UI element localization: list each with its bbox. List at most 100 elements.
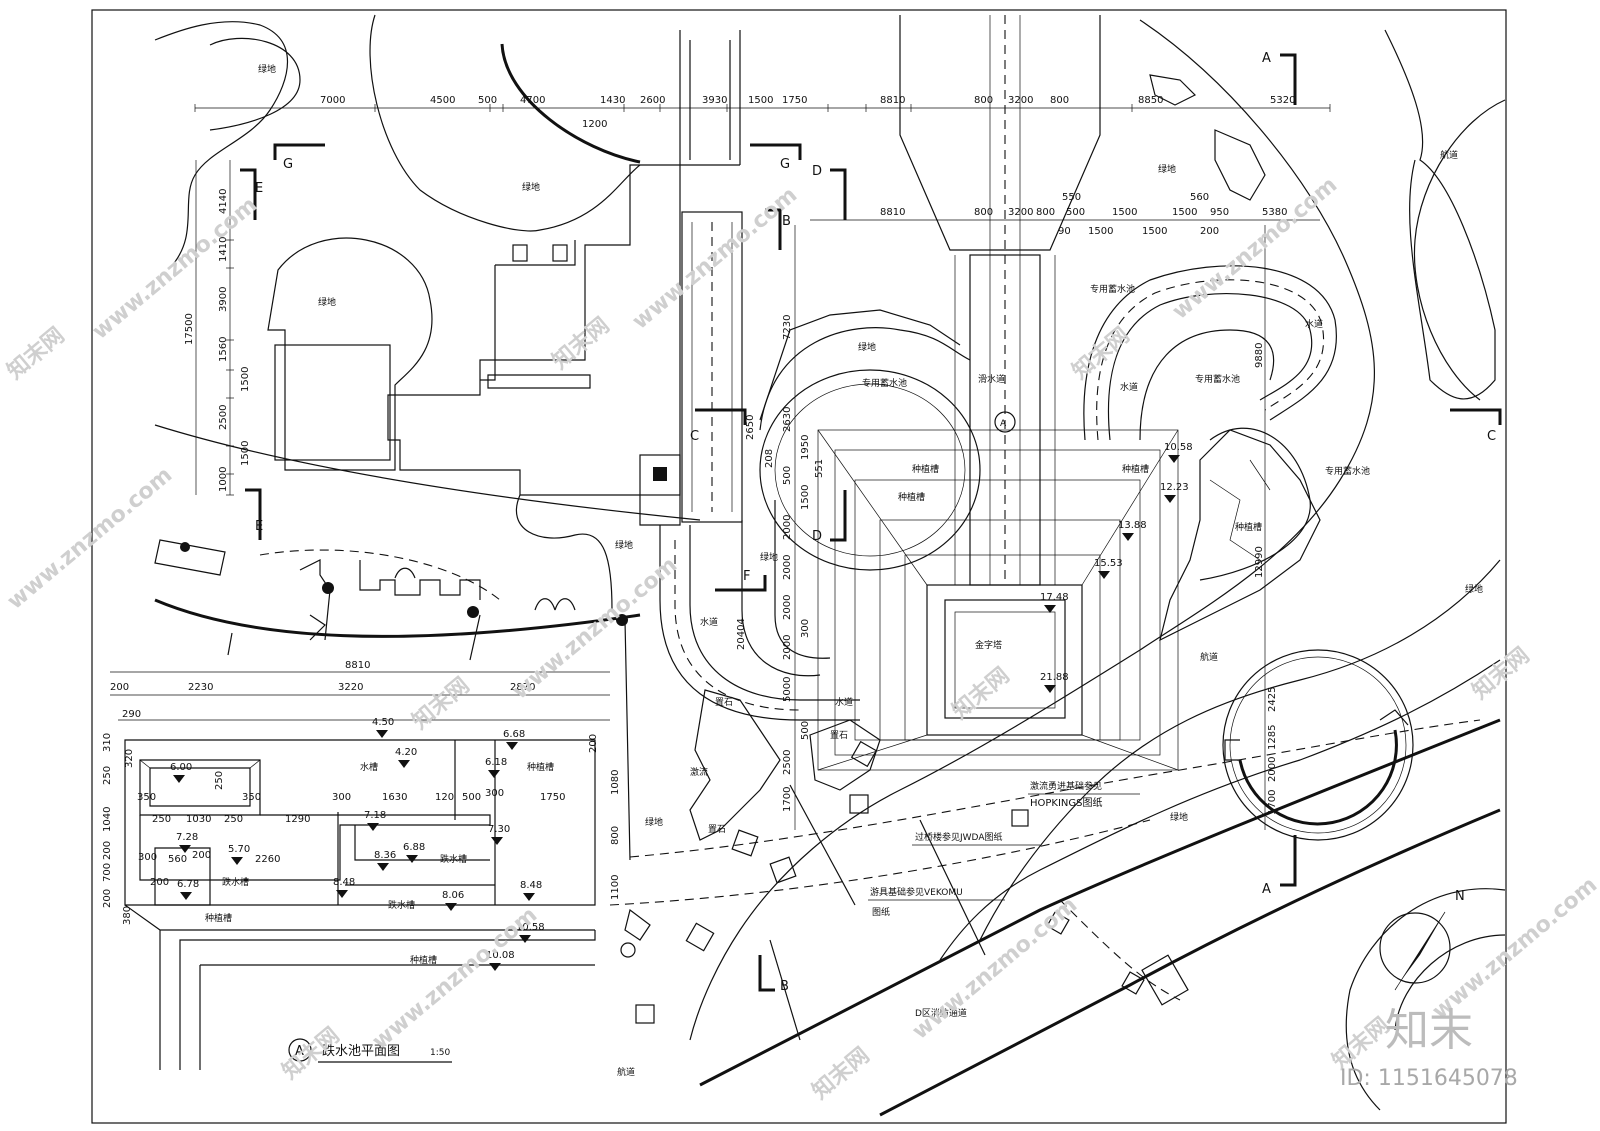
mid-dim-3: 2630 [782,407,793,432]
label-green-10: 绿地 [1465,583,1483,595]
detail-title: 跌水池平面图 [322,1043,400,1059]
detail-in-12: 300 [485,788,504,799]
area-labels: 绿地 绿地 绿地 绿地 绿地 绿地 绿地 绿地 绿地 绿地 水道 水道 水道 水… [258,63,1483,1078]
detail-elev-16: 10.58 [516,922,545,933]
note-rapids-2: HOPKINGS图纸 [1030,796,1103,809]
detail-left-6: 700 [102,863,113,882]
top-dim-2: 4500 [430,95,455,106]
detail-label-planter-3: 种植槽 [410,954,437,966]
section-b-top: B [782,214,791,229]
detail-in-14: 300 [138,852,157,863]
detail-top-4: 2870 [510,682,535,693]
dim2-4: 800 [1036,207,1055,218]
detail-label-cascade-2: 跌水槽 [222,876,249,888]
section-b-bottom: B [780,979,789,994]
label-green-1: 绿地 [258,63,276,75]
left-dimension-chain: 4140 1410 3900 1560 1500 2500 1500 1000 … [184,160,251,496]
watermark-cn-4: 知末网 [1467,642,1534,704]
detail-elev-10: 8.36 [374,850,396,861]
detail-in-5: 1030 [186,814,211,825]
mid-dim-11: 300 [800,619,811,638]
elevation-markers: 10.58 12.23 13.88 15.53 17.48 21.88 [1040,442,1193,693]
elev-6: 21.88 [1040,672,1069,683]
detail-in-16: 200 [192,850,211,861]
label-waterway-3: 水道 [700,616,718,628]
mid-dim-17: 208 [764,449,775,468]
label-green-3: 绿地 [318,296,336,308]
section-g-left: G [283,157,293,172]
detail-left-4: 1040 [102,807,113,832]
detail-in-17: 200 [150,877,169,888]
plan-notes: 激流勇进基础参见 HOPKINGS图纸 过桥楼参见JWDA图纸 游具基础参见VE… [868,780,1140,918]
footing-squares [620,740,1189,1041]
top-dim-10: 8810 [880,95,905,106]
right-dim-4: 1285 [1267,725,1278,750]
detail-top-3: 3220 [338,682,363,693]
left-dim-8: 1000 [218,467,229,492]
dim2-550: 550 [1062,192,1081,203]
slide-tower [899,15,1101,586]
detail-elev-13: 8.48 [333,877,355,888]
watermark-site-3: www.znzmo.com [628,183,802,335]
section-e-bottom: E [255,519,263,534]
label-path-3: 航道 [617,1066,635,1078]
elev-5: 17.48 [1040,592,1069,603]
north-label: N [1455,889,1465,904]
detail-elev-9: 5.70 [228,844,250,855]
watermark-cn-8: 知末网 [807,1042,874,1104]
mid-dim-8: 2000 [782,515,793,540]
elev-4: 15.53 [1094,558,1123,569]
top-dim-8: 1500 [748,95,773,106]
label-planter-3: 种植槽 [1122,463,1149,475]
detail-right-3: 800 [610,826,621,845]
top-dim-9: 1750 [782,95,807,106]
label-waterway-4: 水道 [835,696,853,708]
mid-dim-4: 1950 [800,435,811,460]
right-dim-6: 1700 [1267,790,1278,815]
dim2-1500b: 1500 [1088,226,1113,237]
label-fireroad: D区消防通道 [915,1007,967,1019]
top-dim-5: 1430 [600,95,625,106]
u-waterway [659,500,860,721]
centre-dim-20404: 20404 [736,618,747,650]
label-waterway-1: 水道 [1305,318,1323,330]
watermark-cn-6: 知末网 [947,662,1014,724]
note-bridge: 过桥楼参见JWDA图纸 [915,831,1002,843]
centre-vertical-dims: 7230 2650 2630 1950 551 500 1500 2000 20… [736,225,1278,830]
right-dim-3: 2425 [1267,687,1278,712]
right-dim-1: 9880 [1254,343,1265,368]
label-path-2: 航道 [1200,651,1218,663]
label-waterway-2: 水道 [1120,381,1138,393]
walkway-elements-left [154,539,641,861]
section-d-mid: D [812,529,822,544]
label-green-6: 绿地 [615,539,633,551]
detail-elev-12: 6.78 [177,879,199,890]
site-boundary-curves [154,19,1506,1117]
left-dim-7: 1500 [240,441,251,466]
elev-3: 13.88 [1118,520,1147,531]
label-planter-4: 种植槽 [1235,521,1262,533]
right-dim-5: 2000 [1267,757,1278,782]
label-pool-1: 专用蓄水池 [1090,283,1135,295]
detail-top-1: 200 [110,682,129,693]
detail-elev-5: 6.00 [170,762,192,773]
label-pool-2: 专用蓄水池 [1195,373,1240,385]
left-dim-total: 17500 [184,313,195,345]
label-green-9: 绿地 [1170,811,1188,823]
top-dim-1200: 1200 [582,119,607,130]
label-green-7: 绿地 [760,551,778,563]
dim2-200: 200 [1200,226,1219,237]
watermark-site-6: www.znzmo.com [368,903,542,1055]
watermark-cn-1: 知末网 [2,322,69,384]
detail-label-tank: 水槽 [360,761,378,773]
left-dim-3: 3900 [218,287,229,312]
section-d-top: D [812,164,822,179]
dim2-1: 8810 [880,207,905,218]
label-path-1: 航道 [1440,149,1458,161]
section-g-right: G [780,157,790,172]
top-dim-4: 4700 [520,95,545,106]
dim2-7: 1500 [1172,207,1197,218]
detail-scale: 1:50 [430,1048,450,1058]
detail-in-2: 250 [214,771,225,790]
detail-elev-14: 8.48 [520,880,542,891]
